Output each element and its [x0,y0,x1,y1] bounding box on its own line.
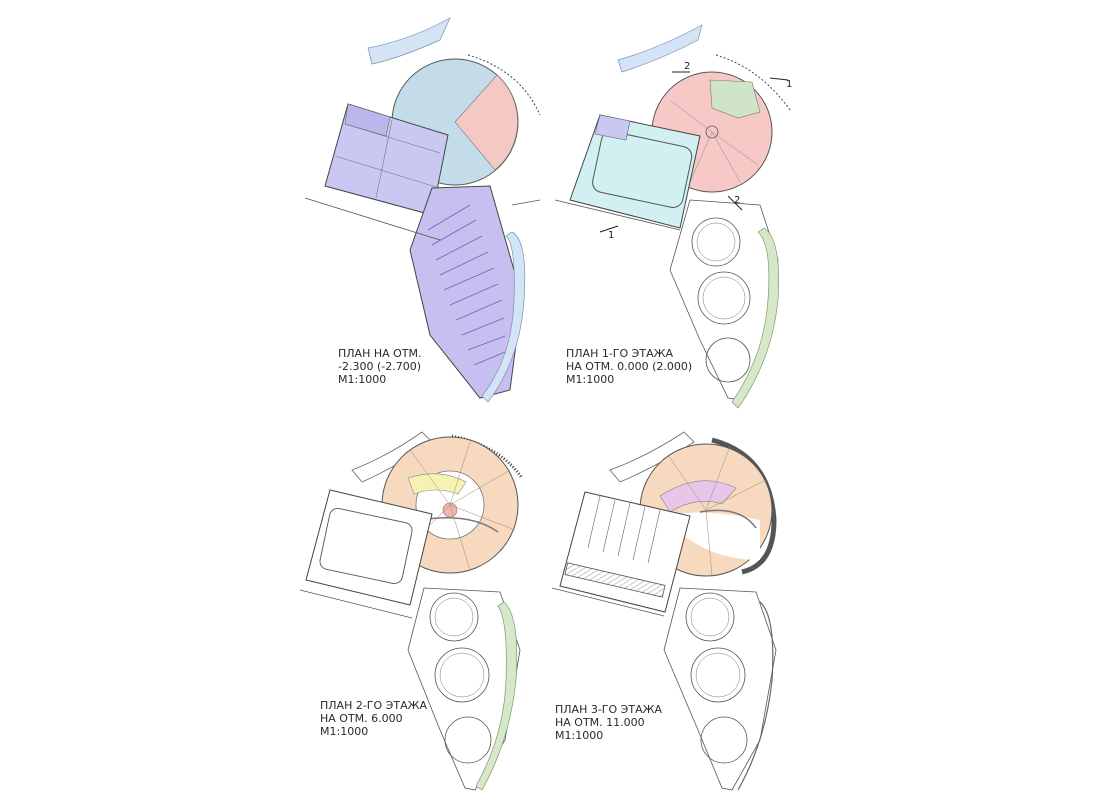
caption-basement: ПЛАН НА ОТМ. -2.300 (-2.700) M1:1000 [338,347,422,386]
caption-second-line2: НА ОТМ. 6.000 [320,712,403,725]
north-canopy-outline [609,431,695,483]
caption-third-scale: M1:1000 [555,729,603,742]
inner-hall-floor-3 [659,480,737,513]
plan-third [551,431,777,791]
plan-basement [304,17,541,403]
north-canopy-strip [367,17,451,65]
section-mark-2-bottom: 2 [734,195,740,206]
caption-second-scale: M1:1000 [320,725,368,738]
plan-second [299,431,524,791]
side-gallery-strip [481,231,526,403]
skating-block [569,114,701,229]
rink-block-floor-2 [305,489,433,606]
winter-garden [709,79,761,119]
side-green-strip [731,227,780,409]
outer-facade-arc [711,437,777,575]
caption-basement-line2: -2.300 (-2.700) [338,360,421,373]
plan-ground: 2 1 2 1 [554,24,792,409]
caption-second: ПЛАН 2-ГО ЭТАЖА НА ОТМ. 6.000 M1:1000 [320,699,427,738]
caption-ground-line1: ПЛАН 1-ГО ЭТАЖА [566,347,673,360]
caption-third-line1: ПЛАН 3-ГО ЭТАЖА [555,703,662,716]
inner-hall-floor-2 [407,473,467,495]
caption-ground-line2: НА ОТМ. 0.000 (2.000) [566,360,692,373]
side-green-strip [475,601,518,791]
truss-band [564,562,666,598]
caption-basement-scale: M1:1000 [338,373,386,386]
north-canopy-strip [617,24,703,73]
caption-second-line1: ПЛАН 2-ГО ЭТАЖА [320,699,427,712]
section-mark-2-top: 2 [684,61,690,72]
section-mark-1-right: 1 [786,79,792,90]
caption-ground-scale: M1:1000 [566,373,614,386]
caption-third-line2: НА ОТМ. 11.000 [555,716,645,729]
caption-ground: ПЛАН 1-ГО ЭТАЖА НА ОТМ. 0.000 (2.000) M1… [566,347,692,386]
caption-basement-line1: ПЛАН НА ОТМ. [338,347,422,360]
section-mark-1-bottom: 1 [608,230,614,241]
caption-third: ПЛАН 3-ГО ЭТАЖА НА ОТМ. 11.000 M1:1000 [555,703,662,742]
round-hall-pink-sector [454,74,518,171]
terraces-outline [663,587,777,791]
